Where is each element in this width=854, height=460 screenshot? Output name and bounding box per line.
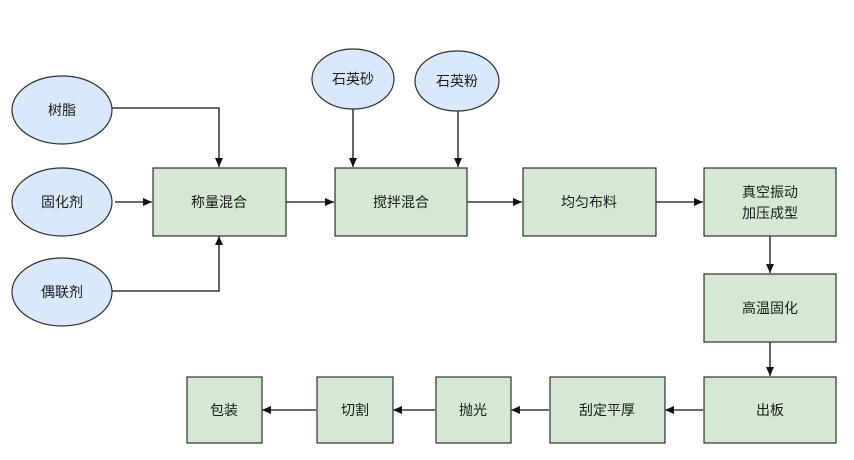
input-resin: 树脂 (11, 75, 113, 145)
step-vacuum-label-line1: 真空振动 (742, 185, 798, 201)
step-vacuum-label-line2: 加压成型 (742, 206, 798, 222)
input-coupling-agent: 偶联剂 (11, 257, 113, 327)
step-cure-label: 高温固化 (742, 300, 798, 317)
step-stir-mix-label: 搅拌混合 (373, 195, 429, 211)
step-scrape-label: 刮定平厚 (579, 403, 635, 419)
step-cut: 切割 (316, 376, 394, 444)
step-vacuum-press: 真空振动 加压成型 (703, 167, 837, 237)
step-spread-label: 均匀布料 (561, 195, 617, 211)
step-weigh-mix: 称量混合 (152, 167, 287, 237)
step-demold-label: 出板 (756, 403, 784, 419)
input-curing-agent: 固化剂 (11, 167, 113, 237)
input-curing-agent-label: 固化剂 (41, 195, 83, 211)
step-demold: 出板 (703, 376, 837, 444)
input-quartz-powder: 石英粉 (414, 50, 500, 112)
step-package-label: 包装 (210, 403, 238, 419)
step-cut-label: 切割 (341, 402, 369, 419)
step-scrape: 刮定平厚 (549, 376, 666, 444)
input-quartz-sand: 石英砂 (311, 48, 395, 110)
step-polish: 抛光 (435, 376, 512, 444)
arrow-resin-to-weigh-mix (112, 107, 223, 167)
input-resin-label: 树脂 (48, 103, 76, 119)
step-spread: 均匀布料 (522, 167, 657, 237)
step-stir-mix: 搅拌混合 (334, 167, 468, 237)
step-package: 包装 (186, 376, 263, 444)
input-coupling-agent-label: 偶联剂 (41, 285, 83, 301)
step-polish-label: 抛光 (459, 403, 487, 419)
input-quartz-powder-label: 石英粉 (436, 73, 478, 90)
arrow-coupling-agent-to-weigh-mix (112, 236, 223, 292)
flow-arrows (112, 107, 774, 414)
input-quartz-sand-label: 石英砂 (332, 71, 374, 88)
step-weigh-mix-label: 称量混合 (191, 195, 247, 211)
step-cure: 高温固化 (703, 273, 837, 343)
